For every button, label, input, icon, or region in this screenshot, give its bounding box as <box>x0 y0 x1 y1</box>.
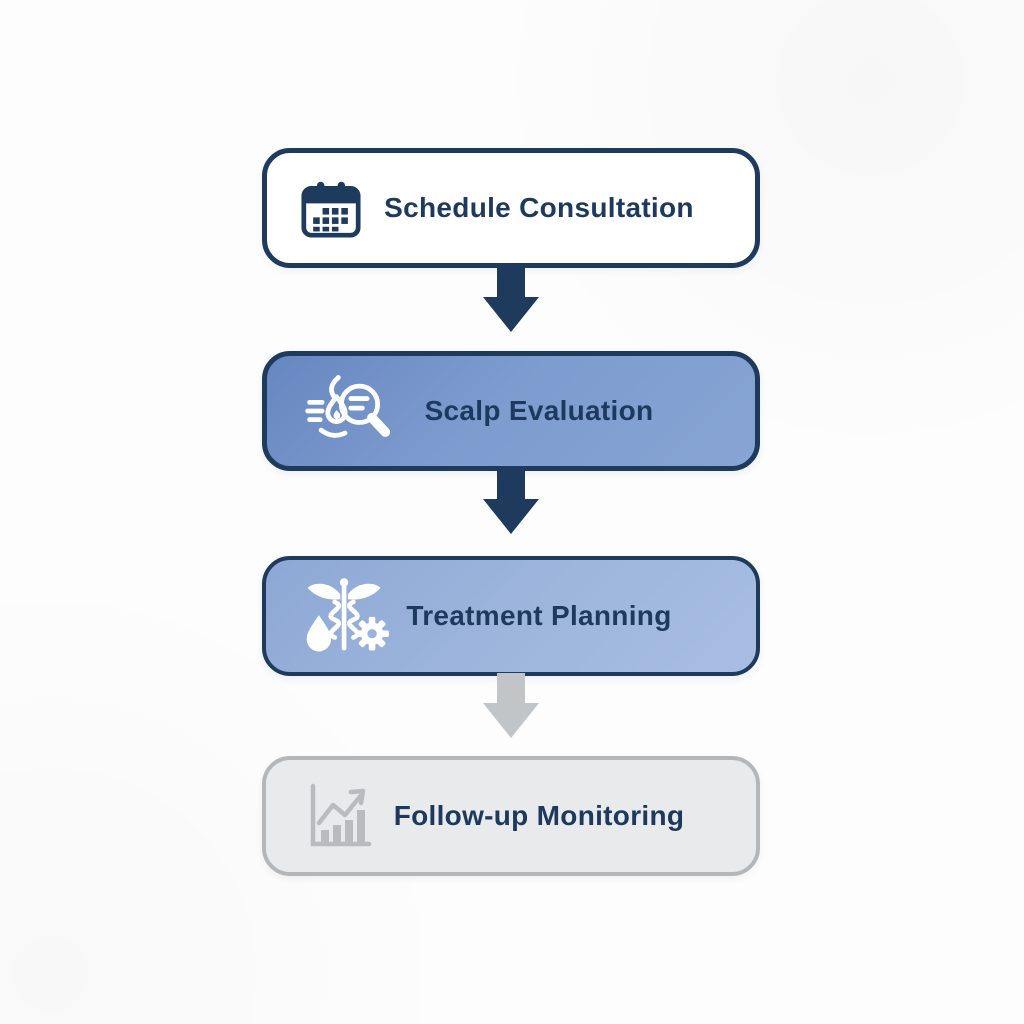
step-treatment-planning: Treatment Planning <box>262 556 760 676</box>
down-arrow-connector-1 <box>482 267 540 333</box>
down-arrow-connector-2 <box>482 469 540 535</box>
step-label: Schedule Consultation <box>384 192 694 223</box>
scalp-magnifier-icon <box>301 370 393 452</box>
step-label: Treatment Planning <box>406 600 672 631</box>
growth-chart-icon <box>300 778 376 854</box>
step-scalp-evaluation: Scalp Evaluation <box>262 351 760 471</box>
step-label: Scalp Evaluation <box>424 395 654 426</box>
calendar-icon <box>301 178 361 238</box>
caduceus-gear-icon <box>300 574 390 658</box>
step-schedule-consultation: Schedule Consultation <box>262 148 760 268</box>
step-follow-up-monitoring: Follow-up Monitoring <box>262 756 760 876</box>
step-label: Follow-up Monitoring <box>393 800 685 831</box>
down-arrow-connector-3 <box>482 673 540 739</box>
